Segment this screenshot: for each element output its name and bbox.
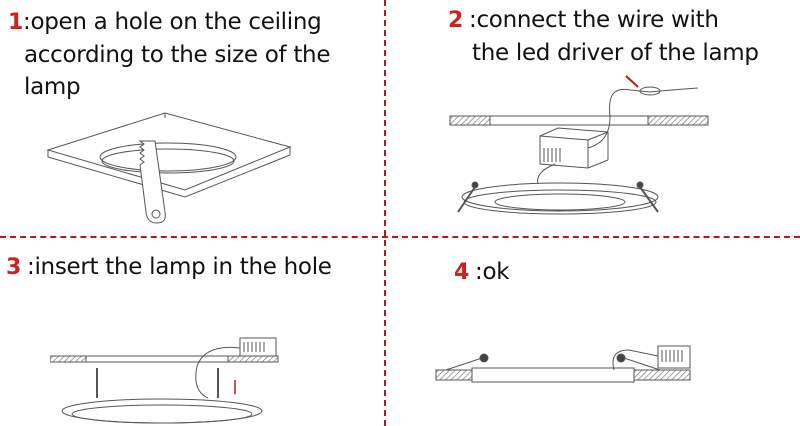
step-4-text: :ok: [475, 259, 510, 285]
step-3-text: :insert the lamp in the hole: [27, 254, 332, 280]
ceiling-saw-illustration: [46, 112, 292, 224]
step-1-number: 1: [8, 10, 24, 35]
step-3-number: 3: [6, 255, 22, 280]
installed-lamp-illustration: [435, 345, 691, 383]
step-2-caption: 2:connect the wire with the led driver o…: [448, 4, 759, 69]
step-3-caption: 3:insert the lamp in the hole: [6, 251, 332, 284]
insert-lamp-illustration: [50, 337, 279, 424]
step-1-caption: 1:open a hole on the ceiling according t…: [8, 6, 330, 103]
step-4-caption: 4:ok: [454, 256, 510, 289]
step-1-text: :open a hole on the ceiling: [23, 9, 322, 35]
step-1-line-2: according to the size of the: [24, 42, 331, 68]
step-2-line-2: the led driver of the lamp: [472, 40, 759, 66]
step-4-number: 4: [454, 260, 470, 285]
arrow-icon: [625, 75, 639, 88]
step-1-line-3: lamp: [24, 74, 81, 100]
wiring-driver-illustration: [449, 75, 709, 215]
step-2-number: 2: [448, 8, 464, 33]
horizontal-divider: [0, 236, 800, 238]
step-2-text: :connect the wire with: [469, 7, 719, 33]
vertical-divider: [384, 0, 386, 426]
